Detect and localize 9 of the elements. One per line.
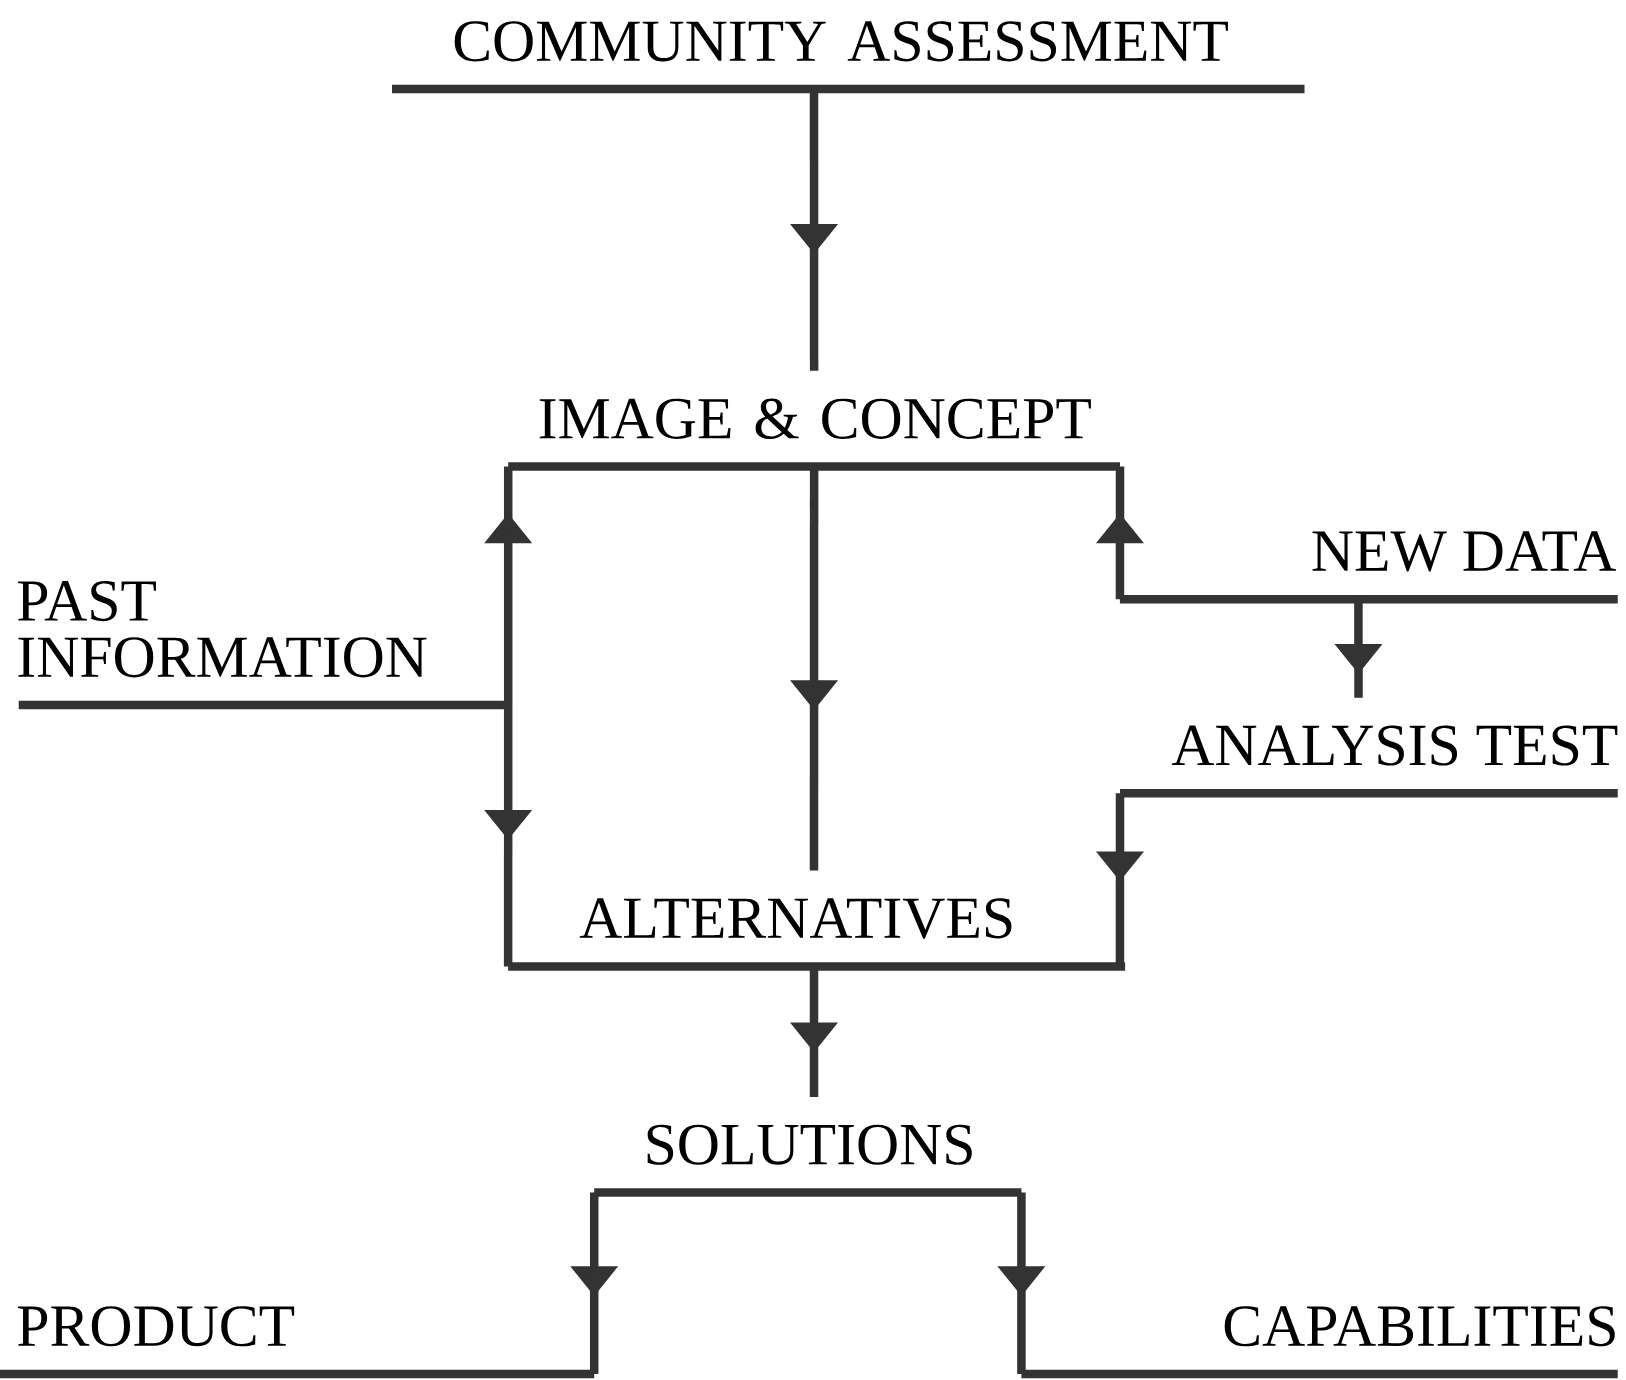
underlined-heading: NEW DATA (1119, 531, 1618, 604)
underlined-heading: IMAGE & CONCEPT (508, 398, 1120, 471)
underlined-heading: ALTERNATIVES (508, 898, 1126, 971)
underlined-heading: PRODUCT (0, 1306, 595, 1379)
underlined-heading: CAPABILITIES (1021, 1306, 1618, 1379)
underlined-heading: PAST INFORMATION (18, 580, 509, 710)
underlined-heading: SOLUTIONS (594, 1124, 1022, 1197)
underlined-heading: COMMUNITY ASSESSMENT (392, 21, 1305, 94)
underlined-heading: ANALYSIS TEST (1120, 725, 1618, 798)
